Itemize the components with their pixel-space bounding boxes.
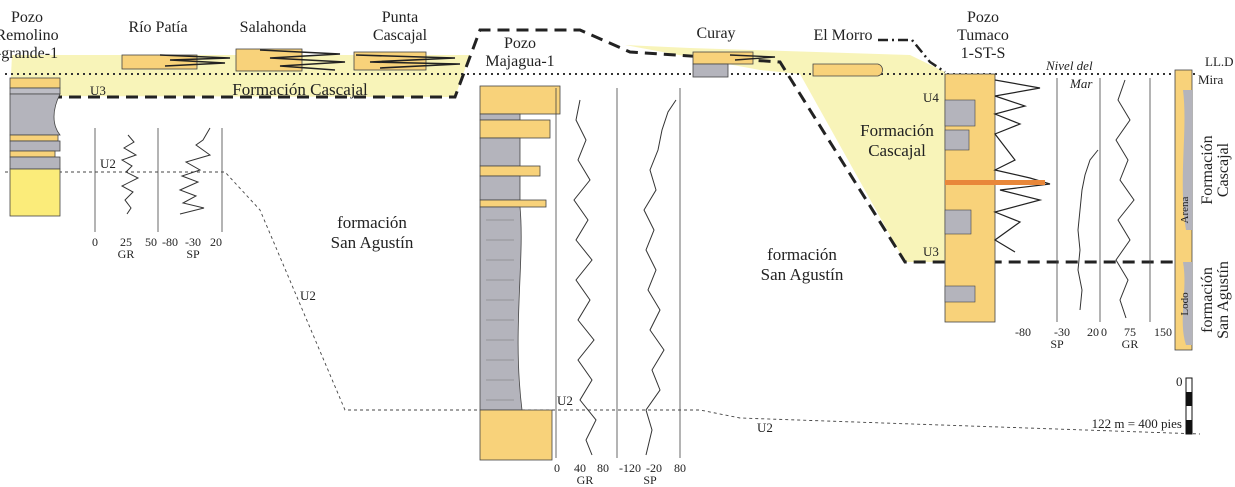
remolino-sp-tick-1: -30 <box>185 235 201 249</box>
cascajal-right-label-2: Cascajal <box>868 141 926 160</box>
rio-patia-label: Río Patía <box>128 19 187 36</box>
majagua-gr-label: GR <box>577 473 594 487</box>
tumaco-sp-tick-1: -30 <box>1054 325 1070 339</box>
col-cascajal-label-2: Cascajal <box>1215 142 1232 197</box>
tumaco-gr-tick-0: 0 <box>1101 325 1107 339</box>
rio-patia-outcrop <box>121 54 231 70</box>
sea-level-label-2: Mar <box>1069 76 1093 91</box>
san-agustin-right-label-2: San Agustín <box>761 265 844 284</box>
tumaco-sp-label: SP <box>1050 337 1064 351</box>
tumaco-title-2: Tumaco <box>957 27 1009 44</box>
col-san-agustin-label-1: formación <box>1199 267 1216 333</box>
scale-bar <box>1185 377 1193 435</box>
u4-label: U4 <box>923 90 939 105</box>
curay-outcrop <box>692 51 776 78</box>
u2-majagua-label: U2 <box>557 393 573 408</box>
majagua-sp-tick-0: -120 <box>619 461 641 475</box>
tumaco-title-3: 1-ST-S <box>961 45 1006 62</box>
u3-left-label: U3 <box>90 83 106 98</box>
scale-text: 122 m = 400 pies <box>1092 416 1182 431</box>
u2-remolino-label: U2 <box>100 156 116 171</box>
remolino-sp-tick-0: -80 <box>162 235 178 249</box>
u2-right-label: U2 <box>757 420 773 435</box>
remolino-sp-tick-2: 20 <box>210 235 222 249</box>
punta-cascajal-outcrop <box>353 51 461 71</box>
majagua-column <box>479 85 681 461</box>
majagua-sp-tick-1: -20 <box>646 461 662 475</box>
remolino-title-3: -grande-1 <box>0 45 58 62</box>
u2-dashed-label: U2 <box>300 288 316 303</box>
cascajal-boundary-dashed <box>12 28 1185 264</box>
mira-column <box>1174 69 1193 351</box>
majagua-gr-tick-1: 40 <box>574 461 586 475</box>
cascajal-right-label-1: Formación <box>860 121 934 140</box>
majagua-gr-tick-0: 0 <box>554 461 560 475</box>
remolino-gr-tick-1: 25 <box>120 235 132 249</box>
salahonda-outcrop <box>235 48 346 72</box>
u2-surface-line <box>5 171 1201 435</box>
el-morro-label: El Morro <box>813 27 872 44</box>
tumaco-column <box>944 73 1151 323</box>
lld-label: LL.D <box>1205 54 1234 69</box>
san-agustin-left-label-2: San Agustín <box>331 233 414 252</box>
col-san-agustin-label-2: San Agustín <box>1215 261 1232 339</box>
remolino-title-1: Pozo <box>11 9 43 26</box>
remolino-column <box>9 77 223 232</box>
remolino-sp-label: SP <box>186 247 200 261</box>
col-cascajal-label-1: Formación <box>1199 135 1216 204</box>
sea-level-label-1: Nivel del <box>1045 58 1093 73</box>
punta-cascajal-label-2: Cascajal <box>373 27 428 44</box>
lodo-label: Lodo <box>1179 292 1191 316</box>
tumaco-sp-tick-0: -80 <box>1015 325 1031 339</box>
arena-label: Arena <box>1179 196 1191 223</box>
punta-cascajal-label-1: Punta <box>382 9 418 26</box>
san-agustin-right-label-1: formación <box>767 245 837 264</box>
tumaco-gr-label: GR <box>1122 337 1139 351</box>
remolino-gr-tick-2: 50 <box>145 235 157 249</box>
san-agustin-left-label-1: formación <box>337 213 407 232</box>
u3-right-label: U3 <box>923 244 939 259</box>
majagua-gr-tick-2: 80 <box>597 461 609 475</box>
remolino-title-2: Remolino <box>0 27 59 44</box>
tumaco-gr-tick-1: 75 <box>1124 325 1136 339</box>
el-morro-dash-dot <box>878 38 946 74</box>
majagua-title-2: Majagua-1 <box>485 53 554 70</box>
remolino-gr-tick-0: 0 <box>92 235 98 249</box>
tumaco-sp-tick-2: 20 <box>1087 325 1099 339</box>
majagua-sp-tick-2: 80 <box>674 461 686 475</box>
cascajal-left-label: Formación Cascajal <box>232 80 368 99</box>
salahonda-label: Salahonda <box>240 19 307 36</box>
scale-zero-label: 0 <box>1176 374 1183 389</box>
tumaco-gr-tick-2: 150 <box>1154 325 1172 339</box>
tumaco-title-1: Pozo <box>967 9 999 26</box>
cascajal-band-right <box>625 45 945 262</box>
mira-label: Mira <box>1198 72 1224 87</box>
curay-label: Curay <box>696 25 735 42</box>
majagua-sp-label: SP <box>643 473 657 487</box>
majagua-title-1: Pozo <box>504 35 536 52</box>
el-morro-outcrop <box>812 63 883 77</box>
remolino-gr-label: GR <box>118 247 135 261</box>
